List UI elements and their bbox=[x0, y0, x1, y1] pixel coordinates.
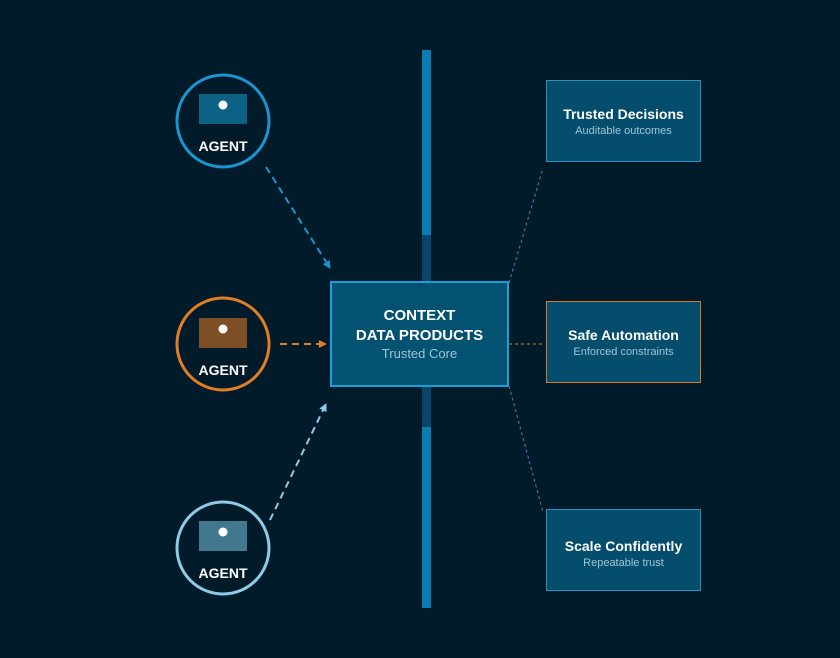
monitor-icon bbox=[199, 94, 247, 124]
outcome-subtitle: Enforced constraints bbox=[573, 346, 674, 358]
outcome-subtitle: Auditable outcomes bbox=[575, 125, 672, 137]
outcome-title: Scale Confidently bbox=[565, 538, 683, 554]
outcome-box-2: Safe Automation Enforced constraints bbox=[546, 301, 701, 383]
agent-label: AGENT bbox=[199, 362, 248, 378]
outcome-title: Safe Automation bbox=[568, 327, 679, 343]
agent-node-1: AGENT bbox=[175, 73, 271, 169]
outcome-title: Trusted Decisions bbox=[563, 106, 684, 122]
agent-label: AGENT bbox=[199, 565, 248, 581]
agent-1-arrow bbox=[265, 166, 331, 269]
outcome-box-1: Trusted Decisions Auditable outcomes bbox=[546, 80, 701, 162]
agent-node-2: AGENT bbox=[175, 296, 271, 392]
agent-3-arrow bbox=[269, 403, 327, 521]
core-title-line1: CONTEXT bbox=[384, 307, 456, 324]
vertical-spine bbox=[422, 50, 431, 608]
outcome-3-connector bbox=[508, 385, 544, 513]
agent-label: AGENT bbox=[199, 138, 248, 154]
monitor-icon bbox=[199, 521, 247, 551]
outcome-box-3: Scale Confidently Repeatable trust bbox=[546, 509, 701, 591]
core-subtitle: Trusted Core bbox=[382, 346, 457, 361]
monitor-icon bbox=[199, 318, 247, 348]
outcome-subtitle: Repeatable trust bbox=[583, 557, 664, 569]
context-core-box: CONTEXT DATA PRODUCTS Trusted Core bbox=[330, 281, 509, 387]
agent-node-3: AGENT bbox=[175, 500, 271, 596]
core-title-line2: DATA PRODUCTS bbox=[356, 327, 483, 344]
outcome-1-connector bbox=[508, 167, 544, 284]
